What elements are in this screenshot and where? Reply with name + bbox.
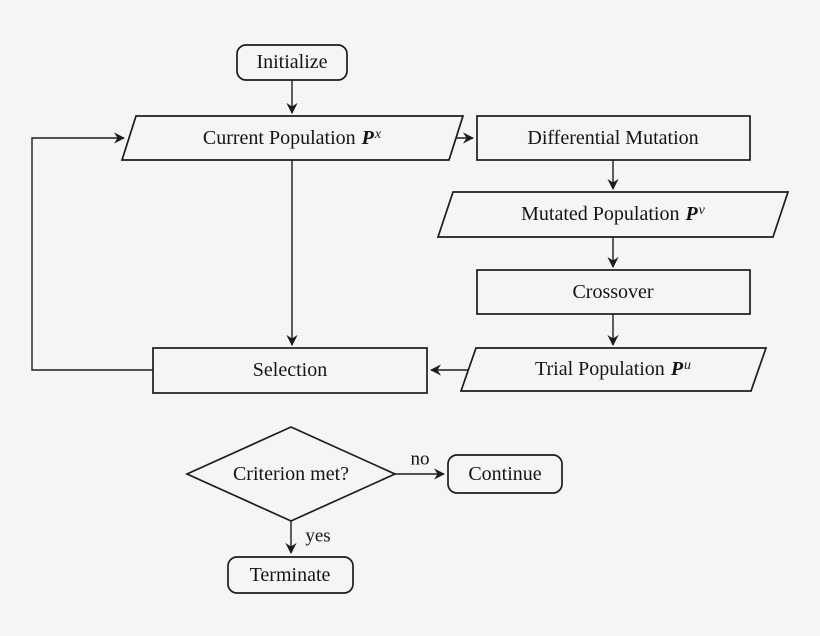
- edge-selection-loop-to-current-population: [31, 132, 153, 371]
- initialize-label-text: Initialize: [256, 51, 328, 73]
- crossover-node: [476, 269, 751, 315]
- continue-label-text: Continue: [468, 463, 542, 485]
- trial-population-node: [459, 347, 768, 392]
- criterion-label-text: Criterion met?: [232, 463, 350, 485]
- terminate-node: [227, 556, 354, 594]
- trial-population-symbol: P: [670, 358, 684, 380]
- crossover-label-text: Crossover: [572, 281, 654, 303]
- current-population-label-text: Current Population: [202, 127, 356, 149]
- current-population-symbol: P: [361, 127, 374, 149]
- edge-label-no: no: [411, 450, 430, 469]
- current-population-superscript: x: [374, 127, 382, 142]
- mutated-population-symbol: P: [685, 203, 698, 225]
- mutated-population-node: [436, 191, 790, 238]
- terminate-label: Terminate: [250, 565, 331, 585]
- edge-label-yes-text: yes: [305, 525, 331, 547]
- continue-node: [447, 454, 563, 494]
- crossover-label: Crossover: [572, 282, 653, 302]
- terminate-label-text: Terminate: [249, 564, 331, 586]
- edge-label-yes: yes: [305, 527, 330, 546]
- selection-label-text: Selection: [252, 359, 328, 381]
- criterion-label: Criterion met?: [233, 464, 349, 484]
- criterion-decision-node: [184, 426, 398, 522]
- edge-label-no-text: no: [410, 448, 430, 470]
- initialize-label: Initialize: [256, 52, 327, 72]
- differential-mutation-node: [476, 115, 751, 161]
- selection-node: [152, 347, 428, 394]
- current-population-node: [120, 115, 465, 161]
- mutated-population-superscript: v: [698, 203, 705, 218]
- trial-population-superscript: u: [684, 358, 692, 373]
- selection-label: Selection: [253, 360, 327, 380]
- differential-mutation-label: Differential Mutation: [527, 128, 698, 148]
- mutated-population-label-text: Mutated Population: [521, 203, 680, 225]
- continue-label: Continue: [468, 464, 541, 484]
- initialize-node: [236, 44, 348, 81]
- differential-mutation-label-text: Differential Mutation: [527, 127, 699, 149]
- trial-population-label-text: Trial Population: [534, 358, 665, 380]
